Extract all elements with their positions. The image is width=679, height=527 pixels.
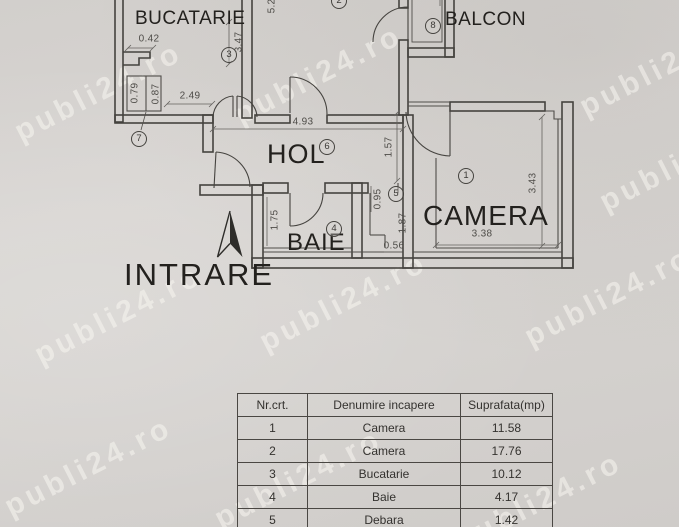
dim-056: 0.56 bbox=[383, 240, 405, 252]
table-row: 4 Baie 4.17 bbox=[237, 485, 553, 509]
cell-nr: 2 bbox=[237, 439, 308, 463]
balcony-inner-frame bbox=[411, 0, 443, 43]
room-number-dulap: 7 bbox=[131, 131, 147, 147]
cell-room: Camera bbox=[307, 416, 461, 440]
table-row: 3 Bucatarie 10.12 bbox=[237, 462, 553, 486]
living-door-arc bbox=[289, 76, 328, 115]
room-label-camera: CAMERA bbox=[423, 200, 549, 231]
dim-042: 0.42 bbox=[138, 33, 160, 45]
cell-room: Baie bbox=[307, 485, 461, 509]
dim-157: 1.57 bbox=[383, 136, 395, 158]
entrance-label: INTRARE bbox=[124, 257, 275, 292]
table-row: 2 Camera 17.76 bbox=[237, 439, 553, 463]
room-number-hol: 6 bbox=[319, 139, 335, 155]
cell-nr: 3 bbox=[237, 462, 308, 486]
cell-nr: 4 bbox=[237, 485, 308, 509]
dim-079: 0.79 bbox=[129, 82, 141, 104]
cell-room: Debara bbox=[307, 508, 461, 527]
doors bbox=[212, 6, 451, 227]
balcony-door-arc bbox=[372, 6, 409, 43]
dim-187: 1.87 bbox=[397, 212, 409, 234]
room-number-baie: 4 bbox=[326, 221, 342, 237]
cell-area: 1.42 bbox=[460, 508, 553, 527]
cell-area: 11.58 bbox=[460, 416, 553, 440]
cell-area: 10.12 bbox=[460, 462, 553, 486]
cell-room: Camera bbox=[307, 439, 461, 463]
dim-087: 0.87 bbox=[150, 83, 162, 105]
room-label-bucatarie: BUCATARIE bbox=[135, 8, 246, 29]
col-header-area: Suprafata(mp) bbox=[460, 393, 553, 417]
wall-step bbox=[123, 51, 151, 66]
col-header-room: Denumire incapere bbox=[307, 393, 461, 417]
dimension-lines bbox=[124, 0, 562, 253]
room-number-balcon: 8 bbox=[425, 18, 441, 34]
room-label-balcon: BALCON bbox=[445, 9, 527, 30]
room-number-debara: 5 bbox=[388, 186, 404, 202]
dim-095: 0.95 bbox=[372, 188, 384, 210]
dim-52: 5.2 bbox=[266, 0, 278, 14]
double-door-left-arc bbox=[212, 95, 234, 118]
cell-area: 17.76 bbox=[460, 439, 553, 463]
north-arrow-icon bbox=[216, 210, 243, 258]
table-row: 1 Camera 11.58 bbox=[237, 416, 553, 440]
room-areas-table: Nr.crt. Denumire incapere Suprafata(mp) … bbox=[237, 393, 553, 527]
walls bbox=[114, 0, 574, 269]
room-label-hol: HOL bbox=[267, 139, 326, 169]
bathroom-door-arc bbox=[289, 192, 324, 227]
double-door-right-arc bbox=[236, 95, 258, 118]
closet-box bbox=[126, 75, 162, 112]
table-header-row: Nr.crt. Denumire incapere Suprafata(mp) bbox=[237, 393, 553, 417]
dim-175: 1.75 bbox=[269, 209, 281, 231]
dim-249: 2.49 bbox=[179, 90, 201, 102]
entrance-door-arc bbox=[215, 151, 251, 188]
room-number-camera-1: 1 bbox=[458, 168, 474, 184]
table-row: 5 Debara 1.42 bbox=[237, 508, 553, 527]
dim-338: 3.38 bbox=[471, 228, 493, 240]
room-number-bucatarie: 3 bbox=[221, 47, 237, 63]
leader-line bbox=[140, 111, 147, 131]
dim-343: 3.43 bbox=[527, 172, 539, 194]
camera-door-arc bbox=[405, 111, 451, 157]
cell-nr: 1 bbox=[237, 416, 308, 440]
cell-nr: 5 bbox=[237, 508, 308, 527]
cell-area: 4.17 bbox=[460, 485, 553, 509]
cell-room: Bucatarie bbox=[307, 462, 461, 486]
col-header-nr: Nr.crt. bbox=[237, 393, 308, 417]
dim-493: 4.93 bbox=[292, 116, 314, 128]
dim-347: 3.47 bbox=[233, 31, 245, 53]
